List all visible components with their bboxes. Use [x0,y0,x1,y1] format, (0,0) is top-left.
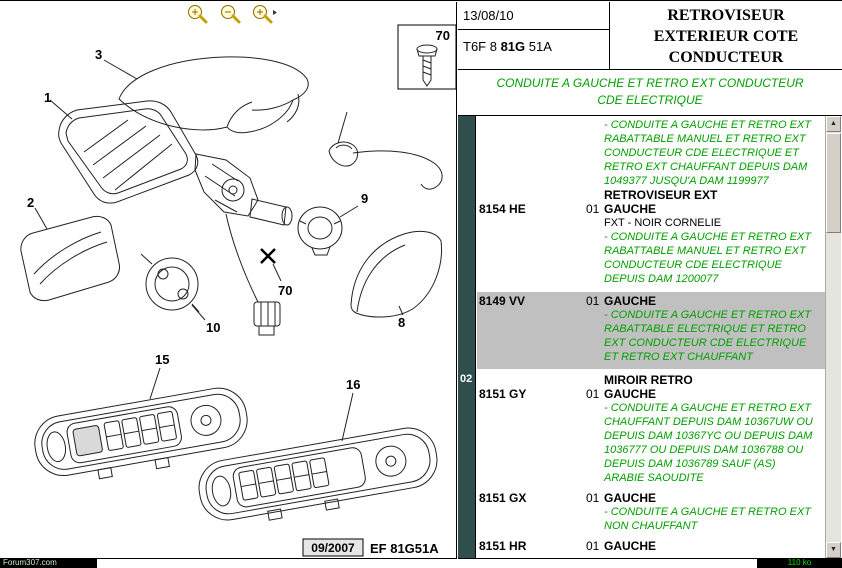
figure-ref: EF 81G51A [370,541,439,556]
diagram-pane: 1 2 3 8 9 10 70 15 16 70 [0,2,457,559]
mirror-glass-part [20,215,120,302]
part-description: - CONDUITE A GAUCHE ET RETRO EXT RABATTA… [604,118,825,286]
group-title: MIROIR RETRO [604,373,693,387]
callout-10: 10 [206,320,220,335]
callout-70: 70 [278,283,292,298]
part-ref-8154HE[interactable]: 8154 HE [479,202,526,216]
page-title: RETROVISEUR EXTERIEUR COTE CONDUCTEUR [610,2,842,69]
part-description: GAUCHE - CONDUITE A GAUCHE ET RETRO EXT … [604,491,825,533]
doc-ref-prefix: T6F 8 [463,39,501,54]
zoom-area-icon [253,5,277,24]
callout-1: 1 [44,90,51,105]
screw-icon [416,44,438,87]
part-ref-8151GX[interactable]: 8151 GX [479,491,527,505]
zoom-area-button[interactable] [250,3,278,26]
vertical-scrollbar[interactable]: ▲ ▼ [825,116,841,558]
zoom-out-icon [221,5,241,24]
part-qty: 01 [586,294,600,308]
leader-lines [34,59,404,442]
document-meta: 13/08/10 T6F 8 81G 51A [458,2,610,69]
document-date: 13/08/10 [458,2,609,30]
callout-15: 15 [155,352,169,367]
scroll-up-icon[interactable]: ▲ [826,116,841,132]
variant-note: - CONDUITE A GAUCHE ET RETRO EXT RABATTA… [604,309,811,363]
parts-table: 02 8154 HE 01 - CONDUITE A GAUCHE ET RET… [458,116,842,558]
file-size-badge: 110 ko [757,558,842,568]
part-qty: 01 [586,539,600,553]
table-row: 8151 HR 01 GAUCHE [477,539,825,553]
callout-9: 9 [361,191,368,206]
callout-8: 8 [398,315,405,330]
page-title-line3: CONDUCTEUR [668,49,784,66]
variant-note: - CONDUITE A GAUCHE ET RETRO EXT RABATTA… [604,119,811,187]
scrollbar-thumb[interactable] [826,133,841,233]
document-reference: T6F 8 81G 51A [458,30,609,54]
part-name: GAUCHE [604,294,657,308]
part-qty: 01 [586,202,600,216]
callout-70-inset: 70 [436,28,450,43]
zoom-in-button[interactable] [184,3,212,26]
part-finish: FXT - NOIR CORNELIE [604,217,722,229]
mirror-bracket-assembly [194,153,293,336]
page-title-line1: RETROVISEUR [667,7,785,24]
zoom-in-icon [188,5,208,24]
group-title: RETROVISEUR EXT [604,188,718,202]
parts-diagram: 1 2 3 8 9 10 70 15 16 70 [20,24,457,557]
part-qty: 01 [586,491,600,505]
doc-ref-suffix: 51A [525,39,552,54]
mirror-motor-part [140,253,200,313]
part-description: MIROIR RETRO GAUCHE - CONDUITE A GAUCHE … [604,373,825,485]
part-ref-8151GY[interactable]: 8151 GY [479,387,527,401]
section-index-column: 02 [458,116,476,558]
part-name: GAUCHE [604,539,657,553]
variant-banner: CONDUITE A GAUCHE ET RETRO EXT CONDUCTEU… [458,70,842,116]
part-name: GAUCHE [604,387,657,401]
mirror-assembly-part [58,100,199,204]
part-ref-8151HR[interactable]: 8151 HR [479,539,527,553]
page-title-line2: EXTERIEUR COTE [653,28,799,45]
watermark-site: Forum307.com [0,558,97,568]
section-index-badge: 02 [460,373,473,385]
mirror-housing-cap-part [118,56,309,134]
callout-3: 3 [95,47,102,62]
table-row: 8151 GY 01 MIROIR RETRO GAUCHE - CONDUIT… [477,373,825,485]
callout-16: 16 [346,377,360,392]
variant-note: - CONDUITE A GAUCHE ET RETRO EXT NON CHA… [604,506,811,532]
parts-list-pane: 13/08/10 T6F 8 81G 51A RETROVISEUR EXTER… [458,2,842,559]
window-switch-panel-16 [198,427,438,521]
part-qty: 01 [586,387,600,401]
part-name: GAUCHE [604,491,657,505]
variant-note: - CONDUITE A GAUCHE ET RETRO EXT RABATTA… [604,231,811,285]
part-ref-8149VV[interactable]: 8149 VV [479,294,526,308]
figure-footer: 09/2007 EF 81G51A [302,538,439,557]
table-row: 8154 HE 01 - CONDUITE A GAUCHE ET RETRO … [477,116,825,286]
figure-date: 09/2007 [311,541,355,555]
document-header: 13/08/10 T6F 8 81G 51A RETROVISEUR EXTER… [458,2,842,70]
zoom-out-button[interactable] [217,3,245,26]
table-row-selected[interactable]: 8149 VV 01 GAUCHE - CONDUITE A GAUCHE ET… [477,292,825,369]
zoom-toolbar [184,3,278,26]
repeater-lamp-part [328,141,443,190]
screw-inset-box: 70 [397,24,457,90]
part-name: GAUCHE [604,202,657,216]
part-description: GAUCHE - CONDUITE A GAUCHE ET RETRO EXT … [604,294,825,364]
scroll-down-icon[interactable]: ▼ [826,542,841,558]
gasket-ring-part [297,206,343,256]
variant-note: - CONDUITE A GAUCHE ET RETRO EXT CHAUFFA… [604,402,813,484]
doc-ref-bold: 81G [500,39,526,54]
window-switch-panel-15 [34,387,248,480]
table-row: 8151 GX 01 GAUCHE - CONDUITE A GAUCHE ET… [477,491,825,533]
part-description: GAUCHE [604,539,825,553]
callout-2: 2 [27,195,34,210]
mirror-corner-cover-part [350,230,443,318]
screw-position-mark [260,248,276,264]
